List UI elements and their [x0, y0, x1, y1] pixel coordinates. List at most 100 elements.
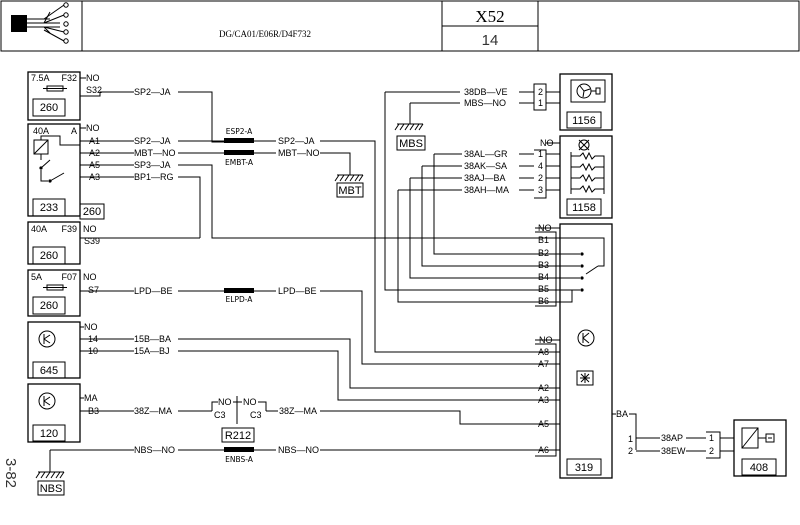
wire-label: SP2—JA	[134, 136, 171, 146]
fuse-label: F32	[61, 73, 77, 83]
pin-label: B1	[538, 235, 549, 245]
fan-wires: 38DB—VE MBS—NO MBS	[384, 87, 535, 291]
pin-label: 1	[538, 98, 543, 108]
ground-mbs-icon	[394, 123, 426, 151]
wire-label: SP2—JA	[278, 136, 315, 146]
resistor-coil-icon	[570, 151, 605, 194]
header: DG/CA01/E06R/D4F732 X52 14	[0, 0, 800, 52]
fuse-rating: 40A	[31, 224, 47, 234]
fuse-rating: 7.5A	[31, 73, 50, 83]
resistor-unit-1158: 1158 NO 1 4 2 3	[534, 135, 613, 219]
control-unit-319: 319 NO B1 B2 B3 B4 B5 B6 NO A8 A7 A2 A3 …	[535, 223, 706, 479]
pin-label: 2	[709, 446, 714, 456]
snowflake-icon	[576, 370, 594, 386]
connector-elpda	[224, 288, 254, 293]
pin-label: A6	[538, 445, 549, 455]
pin-label: A3	[538, 395, 549, 405]
fan-motor-icon	[570, 79, 606, 103]
component-id: 260	[40, 300, 58, 312]
pin-label: 1	[628, 434, 633, 444]
pin-label: A2	[538, 383, 549, 393]
fuse-label: F39	[61, 224, 77, 234]
ground-nbs-icon	[35, 471, 65, 496]
wire-label: SP2—JA	[134, 87, 171, 97]
fuse-box-f32: 7.5A F32 260 NO S32	[27, 71, 102, 121]
component-id: 233	[40, 202, 58, 214]
pin-label: B3	[538, 260, 549, 270]
relay-rating: 40A	[33, 126, 49, 136]
component-id: 260	[40, 250, 58, 262]
harness-logo-icon	[11, 2, 69, 44]
component-id: 120	[40, 428, 58, 440]
connector-label: EMBT-A	[225, 158, 254, 167]
component-id: 260	[40, 102, 58, 114]
pin-label: NO	[539, 335, 553, 345]
wire-label: 38AL—GR	[464, 149, 508, 159]
ground-label: MBT	[338, 185, 362, 197]
pin-label: NO	[538, 223, 552, 233]
component-id-alt: 260	[83, 206, 101, 218]
pin-label: A5	[538, 419, 549, 429]
sensor-icon	[38, 330, 56, 348]
connector-label: ESP2-A	[226, 127, 253, 136]
pin-label: S7	[88, 285, 99, 295]
pin-label: 3	[538, 185, 543, 195]
doc-ref: DG/CA01/E06R/D4F732	[219, 29, 311, 39]
pin-label: 1	[538, 149, 543, 159]
pressure-sensor-icon	[741, 427, 775, 449]
wire-label: 38Z—MA	[279, 406, 317, 416]
wire-label: SP3—JA	[134, 160, 171, 170]
sensor-408: 1 2 408	[706, 419, 787, 477]
pin-label: A8	[538, 347, 549, 357]
page-number: 14	[482, 32, 499, 49]
pin-label: 2	[538, 173, 543, 183]
wire-label: 38AH—MA	[464, 185, 509, 195]
speed-switch-icon	[560, 237, 605, 303]
pin-label: S32	[86, 85, 102, 95]
pin-label: NO	[540, 138, 554, 148]
pin-label: NO	[83, 224, 97, 234]
pin-label: NO	[243, 397, 257, 407]
connector-esp2a	[224, 138, 254, 143]
control-symbol-icon	[577, 329, 595, 347]
relay-coil-icon	[33, 135, 80, 183]
pin-label: A7	[538, 359, 549, 369]
pin-label: 2	[538, 87, 543, 97]
connector-label: ELPD-A	[226, 295, 254, 304]
resistor-r212: NO NO C3 C3 R212	[211, 396, 267, 443]
wire-label: LPD—BE	[278, 286, 317, 296]
component-id: 408	[750, 462, 768, 474]
switch-box-645: 645 NO 14 10	[27, 321, 98, 379]
wire-label: 38AJ—BA	[464, 173, 506, 183]
pin-label: NO	[83, 272, 97, 282]
ground-label: NBS	[40, 483, 63, 495]
pin-label: 2	[628, 446, 633, 456]
wire-label: MBT—NO	[134, 148, 176, 158]
wire-label: MBT—NO	[278, 148, 320, 158]
fuse-label: F07	[61, 272, 77, 282]
wire-label: 38AP	[661, 433, 683, 443]
ground-label: MBS	[399, 138, 423, 150]
relay-box-233: 40A A 233 260 NO A1 A2 A5 A3	[27, 123, 105, 220]
fuse-box-f07: 5A F07 260 NO S7	[27, 269, 99, 317]
pin-label: B2	[538, 248, 549, 258]
pin-label: B6	[538, 296, 549, 306]
left-wires: SP2—JA SP2—JA MBT—NO SP3—JA BP1—RG ESP2-…	[35, 87, 535, 496]
resistor-wires: 38AL—GR 38AK—SA 38AJ—BA 38AH—MA	[397, 149, 535, 303]
pin-label: S39	[84, 236, 100, 246]
pin-label: NO	[84, 322, 98, 332]
page-title: X52	[475, 7, 504, 26]
side-note: 3-82	[2, 458, 19, 488]
fuse-rating: 5A	[31, 272, 42, 282]
pin-label: 4	[538, 161, 543, 171]
fuse-box-f39: 40A F39 260 NO S39	[27, 221, 100, 265]
sensor-icon	[38, 392, 56, 410]
wire-label: BP1—RG	[134, 172, 174, 182]
pin-label: BA	[616, 409, 628, 419]
connector-label: ENBS-A	[225, 455, 254, 464]
pin-label: MA	[84, 393, 98, 403]
ground-mbt-icon	[334, 174, 364, 198]
component-id: R212	[225, 430, 251, 442]
wire-label: NBS—NO	[134, 445, 175, 455]
